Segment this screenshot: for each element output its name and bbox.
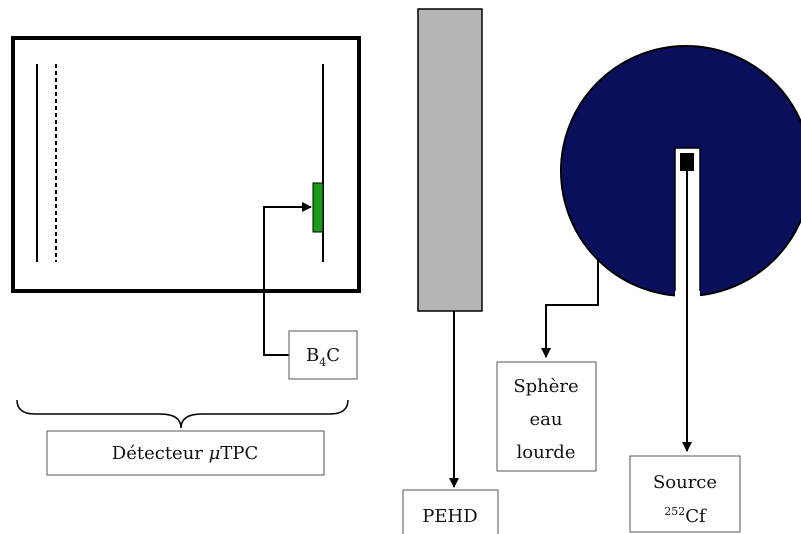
- b4c-label: B4C: [306, 345, 340, 369]
- b4c-pointer-arrow: [263, 202, 312, 356]
- b4c-plate: [312, 182, 324, 233]
- source-label-box: Source 252Cf: [629, 455, 741, 533]
- pehd-label-box: PEHD: [402, 489, 499, 534]
- sphere-label-line2: eau: [530, 409, 563, 430]
- sphere-label-line3: lourde: [517, 442, 576, 463]
- sphere-pointer-arrow: [541, 258, 599, 358]
- detector-label: Détecteur μTPC: [112, 443, 258, 464]
- sphere-label-box: Sphère eau lourde: [496, 361, 597, 472]
- b4c-label-box: B4C: [288, 330, 358, 380]
- cf252-source: [680, 153, 694, 171]
- detector-box: [11, 36, 361, 293]
- source-label-line1: Source: [653, 472, 717, 493]
- detector-brace: [16, 399, 349, 429]
- detector-label-box: Détecteur μTPC: [46, 430, 325, 476]
- source-label-line2: 252Cf: [664, 505, 707, 527]
- pehd-label: PEHD: [422, 506, 477, 527]
- detector-group: [11, 36, 361, 293]
- sphere-label-line1: Sphère: [513, 376, 578, 397]
- pehd-block: [417, 8, 483, 312]
- sphere-group: [560, 45, 801, 300]
